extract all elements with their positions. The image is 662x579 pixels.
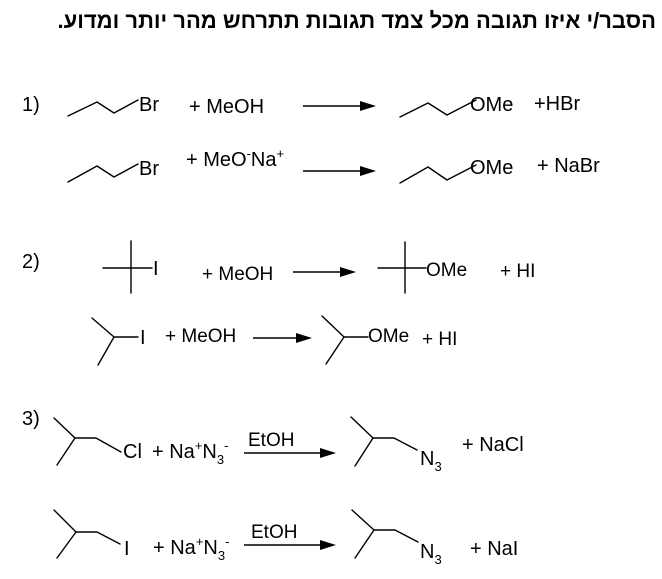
question-title: הסבר/י איזו תגובה מכל צמד תגובות תתרחש מ…	[57, 8, 656, 33]
reagent-label: + Na+N3-	[153, 534, 229, 563]
leaving-group-label: Br	[139, 94, 159, 116]
reagent-label: + MeOH	[165, 326, 236, 347]
reaction-arrow	[244, 540, 336, 550]
byproduct-label: + HI	[422, 329, 457, 350]
isobutyl-skeleton	[350, 416, 418, 451]
byproduct-label: + HI	[500, 261, 535, 282]
byproduct-label: + NaI	[470, 538, 518, 560]
reaction-arrow	[244, 448, 336, 458]
reagent-label: + MeOH	[189, 96, 264, 118]
reaction-3a: Cl + Na+N3- EtOH N3 + NaCl	[53, 416, 524, 474]
propyl-skeleton	[399, 99, 477, 118]
product-group-label: OMe	[368, 326, 409, 347]
byproduct-label: +HBr	[534, 93, 580, 115]
product-group-label: N3	[420, 541, 442, 567]
product-group-label: N3	[420, 448, 442, 474]
isopropyl-skeleton	[321, 315, 369, 338]
problem-number-1: 1)	[22, 94, 40, 116]
propyl-skeleton	[399, 164, 477, 184]
reaction-1b: Br + MeO-Na+ OMe + NaBr	[67, 146, 600, 184]
isopropyl-skeleton	[91, 317, 139, 338]
reagent-label: + MeO-Na+	[186, 146, 284, 171]
reaction-arrow	[303, 166, 376, 176]
isobutyl-skeleton	[53, 509, 121, 545]
leaving-group-label: I	[124, 538, 130, 560]
leaving-group-label: Br	[139, 158, 159, 180]
isobutyl-skeleton	[351, 509, 419, 543]
reagent-label: + MeOH	[202, 264, 273, 285]
problem-number-2: 2)	[22, 251, 40, 273]
reaction-2a: I + MeOH OMe + HI	[102, 240, 535, 294]
byproduct-label: + NaCl	[462, 434, 524, 456]
product-group-label: OMe	[470, 94, 513, 116]
arrow-condition-label: EtOH	[248, 430, 294, 451]
leaving-group-label: Cl	[123, 441, 142, 463]
leaving-group-label: I	[153, 258, 159, 280]
product-group-label: OMe	[470, 157, 513, 179]
problem-number-3: 3)	[22, 408, 40, 430]
isobutyl-skeleton	[53, 417, 122, 453]
reagent-label: + Na+N3-	[152, 438, 228, 467]
leaving-group-label: I	[140, 327, 146, 349]
propyl-skeleton	[67, 163, 139, 183]
product-group-label: OMe	[426, 260, 467, 281]
reaction-1a: Br + MeOH OMe +HBr	[67, 93, 580, 118]
reaction-2b: I + MeOH OMe + HI	[91, 315, 457, 366]
reaction-arrow	[293, 267, 356, 277]
arrow-condition-label: EtOH	[251, 522, 297, 543]
reaction-arrow	[303, 101, 376, 111]
propyl-skeleton	[67, 99, 139, 117]
byproduct-label: + NaBr	[537, 155, 600, 177]
reaction-3b: I + Na+N3- EtOH N3 + NaI	[53, 509, 518, 567]
reaction-arrow	[253, 333, 312, 343]
